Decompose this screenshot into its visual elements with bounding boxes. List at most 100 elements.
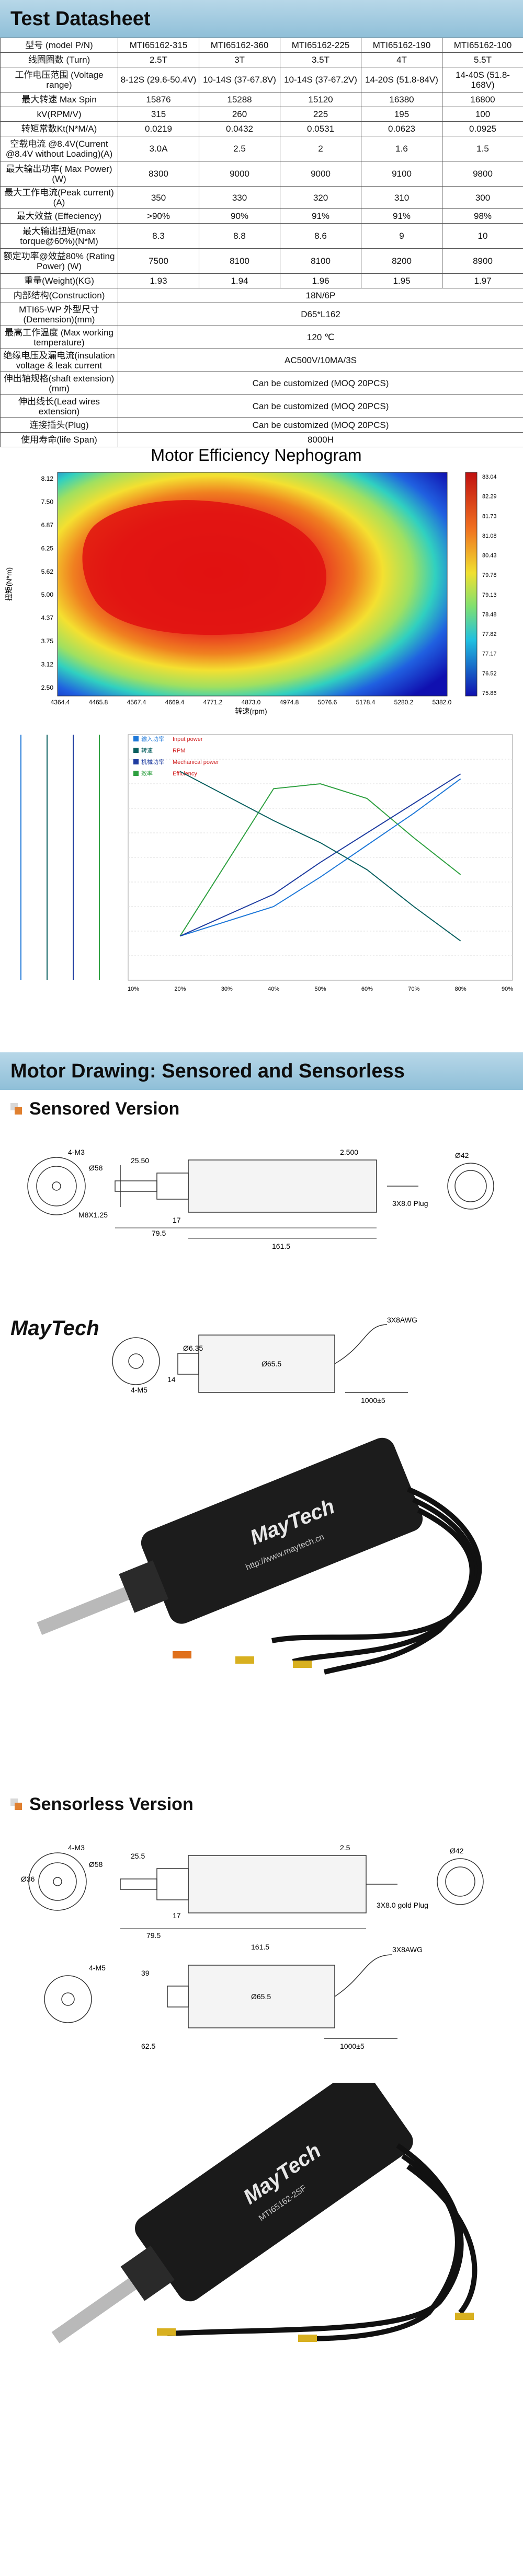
nephogram-ytick: 6.25	[41, 544, 54, 552]
row-value: 8300	[118, 161, 199, 187]
dim-label: 161.5	[251, 1943, 269, 1951]
row-value: 0.0925	[442, 121, 523, 136]
dim-label: 2.5	[340, 1843, 350, 1852]
row-value: MTI65162-190	[361, 38, 442, 53]
row-label: 绝缘电压及漏电流(insulation voltage & leak curre…	[0, 349, 118, 372]
row-value: 14-20S (51.8-84V)	[361, 67, 442, 92]
dim-label: 3X8AWG	[392, 1945, 423, 1954]
nephogram-xtick: 4873.0	[242, 699, 261, 706]
dim-label: 39	[141, 1969, 150, 1977]
row-value: 225	[280, 107, 361, 122]
datasheet-row: 工作电压范围 (Voltage range)8-12S (29.6-50.4V)…	[0, 67, 523, 92]
legend-desc: Input power	[173, 736, 203, 742]
row-value: 0.0432	[199, 121, 280, 136]
row-value: 8.6	[280, 223, 361, 249]
row-value: 1.96	[280, 273, 361, 288]
colorbar-tick: 82.29	[482, 494, 497, 500]
dim-label: 79.5	[146, 1931, 161, 1940]
dim-label: 25.5	[131, 1852, 145, 1860]
legend-name: 机械功率	[141, 758, 164, 765]
row-value: 10-14S (37-67.2V)	[280, 67, 361, 92]
colorbar-tick: 77.17	[482, 651, 497, 657]
row-value: 1.94	[199, 273, 280, 288]
legend-name: 效率	[141, 770, 153, 777]
sensored-header: Sensored Version	[0, 1094, 523, 1123]
datasheet-merged-row: 伸出轴规格(shaft extension)(mm)Can be customi…	[0, 372, 523, 395]
row-value: MTI65162-315	[118, 38, 199, 53]
nephogram-xlabel: 转速(rpm)	[235, 707, 267, 715]
row-value: Can be customized (MOQ 20PCS)	[118, 417, 523, 433]
row-label: 内部结构(Construction)	[0, 288, 118, 303]
row-value: 14-40S (51.8-168V)	[442, 67, 523, 92]
datasheet-row: 空载电流 @8.4V(Current @8.4V without Loading…	[0, 136, 523, 161]
row-value: 3T	[199, 52, 280, 67]
row-label: 空载电流 @8.4V(Current @8.4V without Loading…	[0, 136, 118, 161]
perf-xtick: 90%	[502, 986, 513, 992]
nephogram-ytick: 3.75	[41, 637, 54, 645]
row-value: 300	[442, 186, 523, 209]
dim-label: 1000±5	[361, 1396, 385, 1405]
colorbar-tick: 79.13	[482, 592, 497, 598]
nephogram-xtick: 4669.4	[165, 699, 185, 706]
dim-label: Ø65.5	[251, 1992, 271, 2001]
row-value: 8100	[199, 248, 280, 274]
row-value: 0.0219	[118, 121, 199, 136]
dim-label: 17	[173, 1216, 181, 1224]
series-line	[180, 778, 461, 937]
motor-side-body	[188, 1159, 377, 1213]
section-square-icon	[10, 1798, 22, 1810]
row-value: D65*L162	[118, 303, 523, 326]
row-value: 9000	[199, 161, 280, 187]
row-value: 0.0623	[361, 121, 442, 136]
row-label: 型号 (model P/N)	[0, 38, 118, 53]
row-label: 连接插头(Plug)	[0, 417, 118, 433]
colorbar-tick: 81.73	[482, 513, 497, 519]
nephogram-ytick: 5.62	[41, 568, 54, 575]
legend-desc: Mechanical power	[173, 759, 219, 765]
sensored-title: Sensored Version	[29, 1098, 180, 1119]
nephogram-xtick: 4771.2	[203, 699, 223, 706]
row-value: 9	[361, 223, 442, 249]
row-value: 15288	[199, 92, 280, 107]
sensored-motor-photo: MayTech http://www.maytech.cn	[0, 1411, 523, 1688]
dim-label: 79.5	[152, 1229, 166, 1237]
colorbar-tick: 75.86	[482, 690, 497, 697]
row-value: 16380	[361, 92, 442, 107]
row-value: 100	[442, 107, 523, 122]
dim-label: 1000±5	[340, 2042, 365, 2050]
dim-label: 14	[167, 1375, 176, 1384]
nephogram-ytick: 8.12	[41, 475, 54, 482]
datasheet-merged-row: 伸出线长(Lead wires extension)Can be customi…	[0, 394, 523, 418]
front-view-circle	[27, 1157, 86, 1215]
row-label: 最高工作温度 (Max working temperature)	[0, 326, 118, 349]
series-line	[179, 771, 461, 942]
drawing-header: Motor Drawing: Sensored and Sensorless	[0, 1052, 523, 1090]
row-label: 最大效益 (Effeciency)	[0, 208, 118, 224]
sensorless-title: Sensorless Version	[29, 1794, 194, 1814]
nephogram-xtick: 4465.8	[89, 699, 108, 706]
row-value: AC500V/10MA/3S	[118, 349, 523, 372]
dim-label: 4-M5	[131, 1386, 147, 1394]
nephogram-xtick: 4364.4	[51, 699, 70, 706]
nephogram-ytick: 7.50	[41, 498, 54, 505]
sensored-drawing-detail: MayTech 3X8AWG Ø6.35 Ø65.5 1000±5 4-M5 1…	[10, 1316, 417, 1405]
motor-body	[141, 1437, 423, 1624]
row-value: MTI65162-225	[280, 38, 361, 53]
datasheet-merged-row: 连接插头(Plug)Can be customized (MOQ 20PCS)	[0, 417, 523, 433]
datasheet-merged-row: 绝缘电压及漏电流(insulation voltage & leak curre…	[0, 349, 523, 372]
row-label: 伸出线长(Lead wires extension)	[0, 394, 118, 418]
perf-xtick: 30%	[221, 986, 233, 992]
datasheet-header: Test Datasheet	[0, 0, 523, 38]
dim-label: Ø65.5	[262, 1360, 281, 1368]
legend-name: 输入功率	[141, 735, 164, 742]
row-label: 额定功率@效益80% (Rating Power) (W)	[0, 248, 118, 274]
rear-view-circle	[447, 1163, 494, 1210]
row-value: 320	[280, 186, 361, 209]
sensored-drawing: 4-M3 Ø58 25.50 2.500 Ø42 3X8.0 Plug M8X1…	[27, 1148, 494, 1250]
